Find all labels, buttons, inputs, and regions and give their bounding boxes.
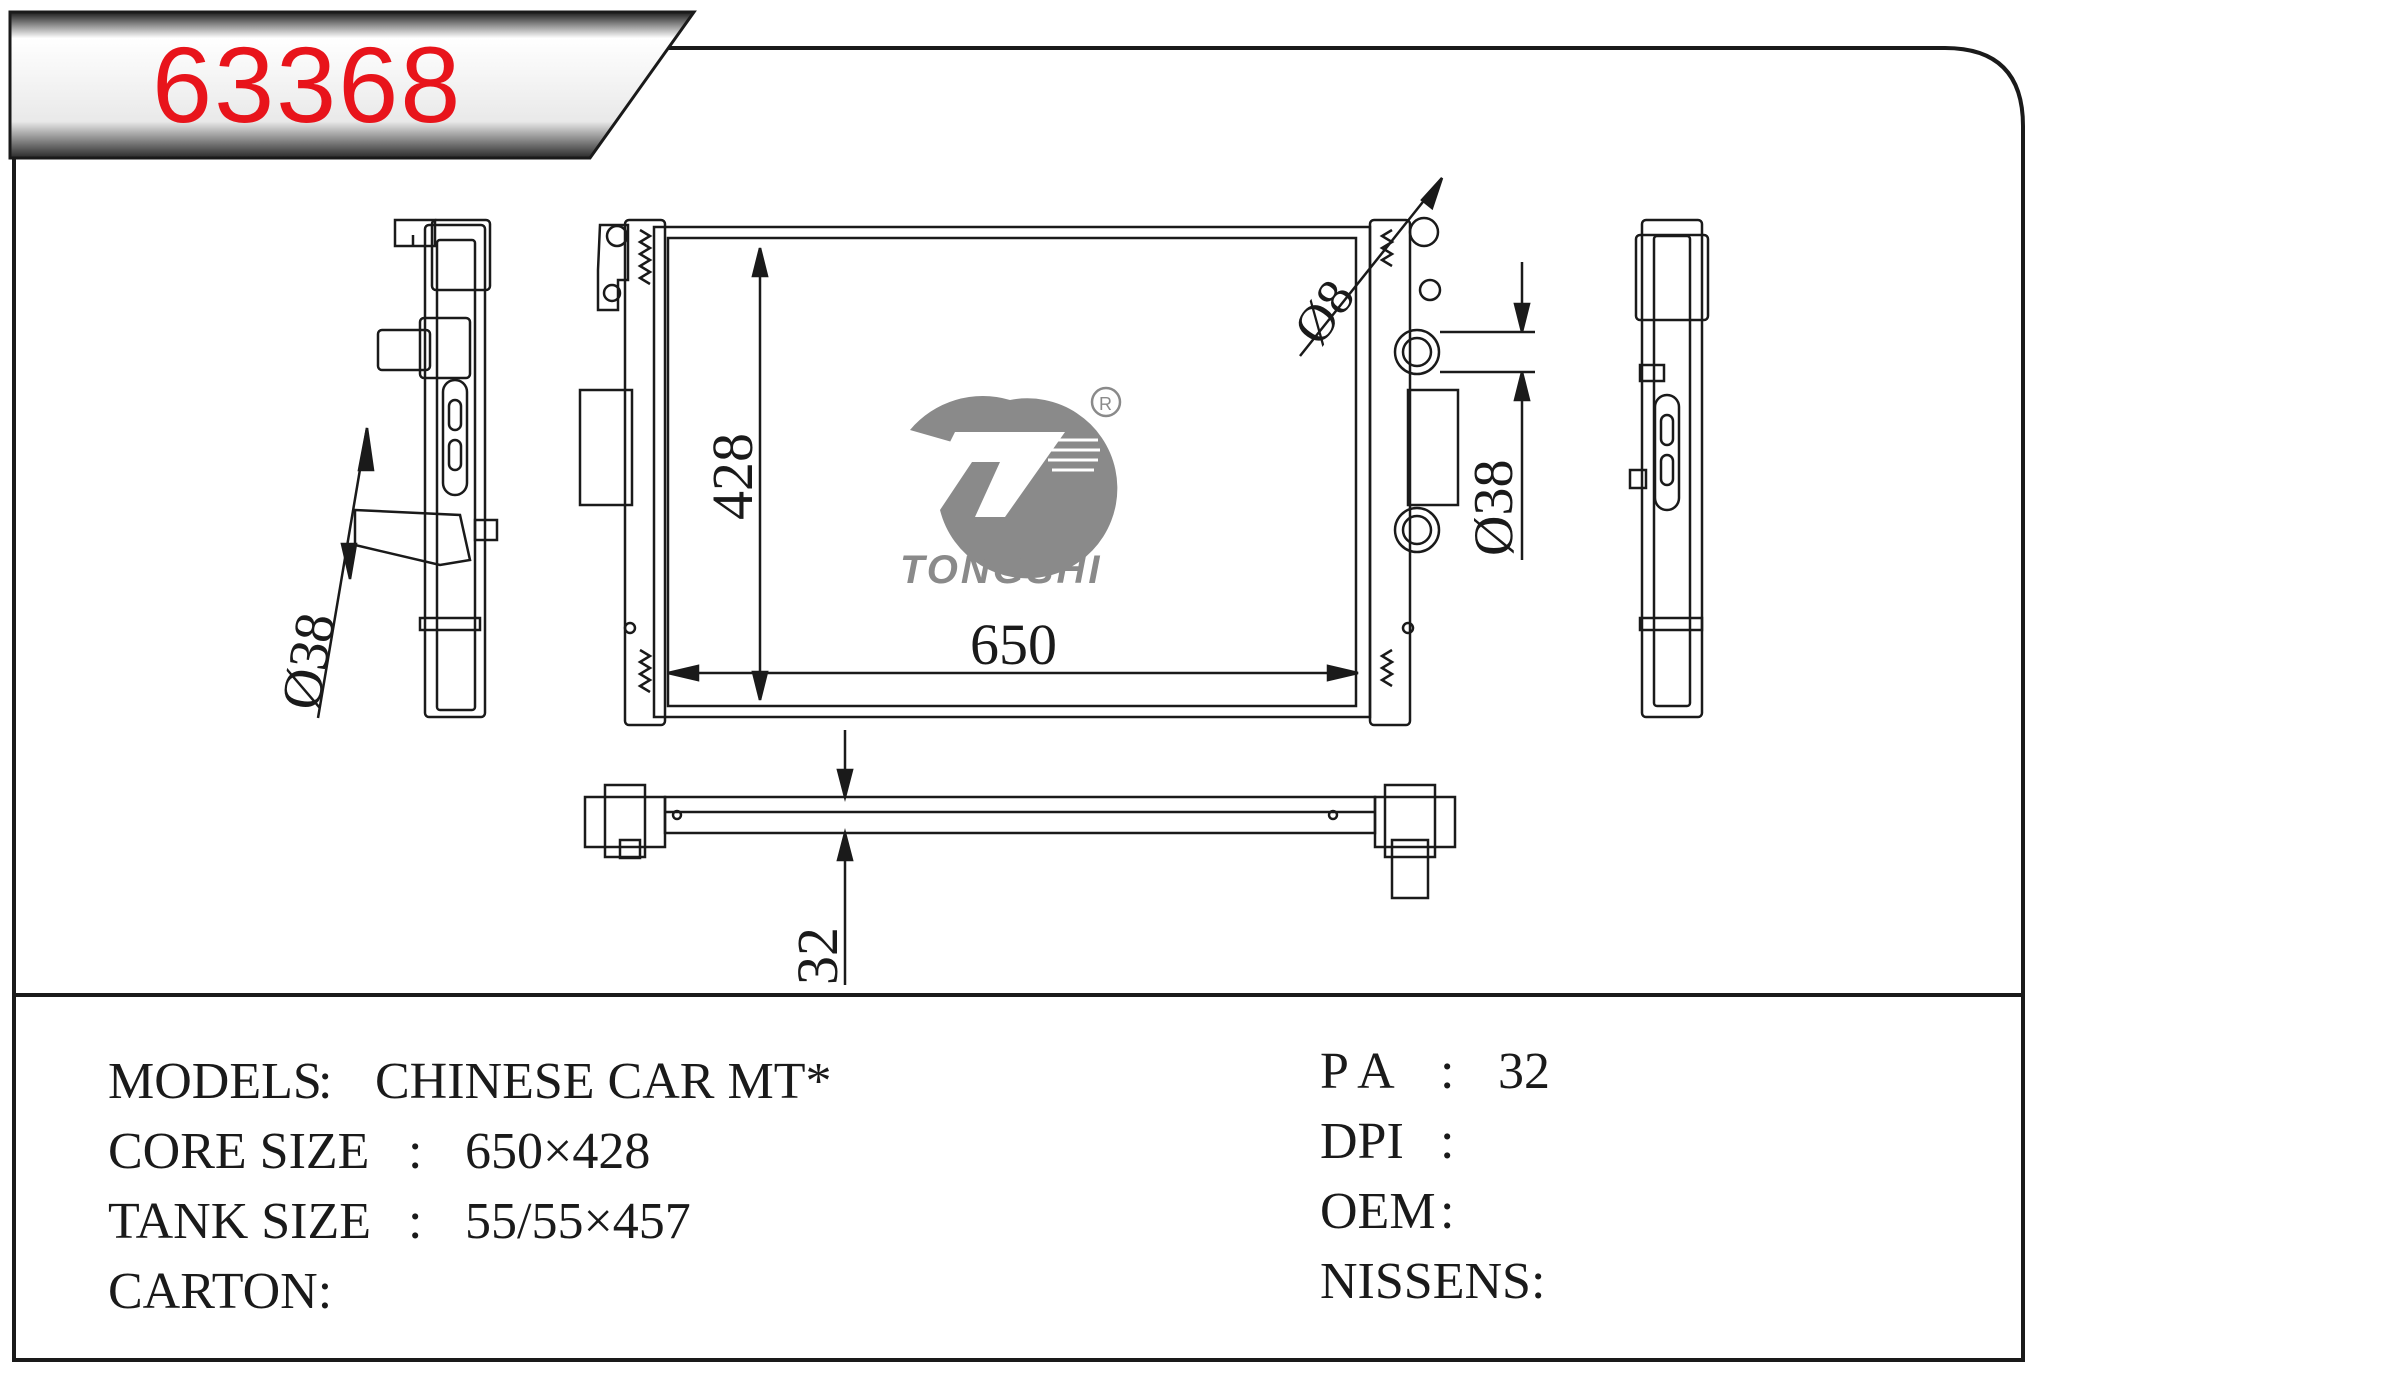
bottom-view	[583, 783, 1457, 900]
part-number: 63368	[152, 24, 462, 145]
spec-oem-sep: :	[1440, 1183, 1454, 1240]
spec-pa-value: 32	[1498, 1043, 1550, 1100]
spec-carton-label: CARTON:	[108, 1263, 332, 1320]
left-inlet-diameter: Ø38	[270, 609, 348, 715]
spec-pa-sep: :	[1440, 1043, 1454, 1100]
spec-oem-label: OEM	[1320, 1183, 1436, 1240]
spec-models-sep: :	[318, 1053, 332, 1110]
right-side-view	[1628, 218, 1710, 719]
spec-tank-size-value: 55/55×457	[465, 1193, 691, 1250]
spec-models-value: CHINESE CAR MT*	[375, 1053, 831, 1110]
height-value: 428	[700, 433, 765, 520]
bleed-diameter: Ø8	[1283, 270, 1366, 355]
registered-mark: R	[1099, 394, 1112, 414]
spec-core-size-sep: :	[408, 1123, 422, 1180]
sheet-frame	[12, 46, 2025, 1362]
front-view	[578, 216, 1460, 727]
spec-pa-label: P A	[1320, 1043, 1395, 1100]
spec-nissens-label: NISSENS:	[1320, 1253, 1545, 1310]
width-value: 650	[970, 612, 1057, 677]
left-inlet-dimension	[316, 427, 375, 719]
bleed-dimension	[1299, 177, 1444, 357]
part-number-tab: 63368	[8, 10, 697, 160]
right-outlet-dimension	[1440, 262, 1535, 560]
thickness-dimension	[836, 730, 854, 985]
spec-tank-size-sep: :	[408, 1193, 422, 1250]
spec-core-size-value: 650×428	[465, 1123, 650, 1180]
right-outlet-diameter: Ø38	[1463, 460, 1525, 556]
height-dimension	[751, 247, 769, 701]
spec-table: MODELS : CHINESE CAR MT* CORE SIZE : 650…	[108, 1043, 1550, 1320]
logo-text: TONGSHI	[900, 548, 1103, 592]
thickness-value: 32	[785, 927, 850, 985]
left-side-view	[353, 218, 499, 719]
brand-logo: R TONGSHI	[900, 386, 1122, 592]
spec-tank-size-label: TANK SIZE	[108, 1193, 371, 1250]
spec-core-size-label: CORE SIZE	[108, 1123, 369, 1180]
spec-dpi-sep: :	[1440, 1113, 1454, 1170]
spec-dpi-label: DPI	[1320, 1113, 1404, 1170]
width-dimension	[667, 664, 1359, 682]
spec-models-label: MODELS	[108, 1053, 322, 1110]
